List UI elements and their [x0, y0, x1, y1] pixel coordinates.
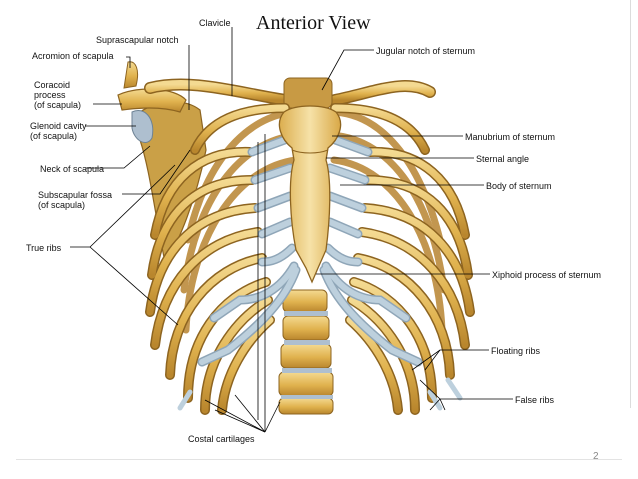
label-glenoid-2: (of scapula) — [30, 131, 78, 141]
vertebral-column — [278, 77, 334, 415]
label-neck-of-scapula: Neck of scapula — [40, 164, 105, 174]
slide-edge — [630, 0, 631, 408]
anterior-ribs-right — [177, 133, 475, 415]
label-manubrium: Manubrium of sternum — [465, 132, 556, 142]
label-glenoid-1: Glenoid cavity — [30, 121, 87, 131]
label-coracoid-2: process — [34, 90, 66, 100]
label-clavicle: Clavicle — [199, 18, 231, 28]
acromion — [123, 61, 139, 89]
slide-title: Anterior View — [256, 12, 371, 34]
label-sternal-angle: Sternal angle — [476, 154, 530, 164]
label-costal-cartilages: Costal cartilages — [188, 434, 255, 444]
label-true-ribs: True ribs — [26, 243, 62, 253]
label-acromion: Acromion of scapula — [32, 51, 114, 61]
label-subscapular-1: Subscapular fossa — [38, 190, 113, 200]
label-floating-ribs: Floating ribs — [491, 346, 541, 356]
label-jugular-notch: Jugular notch of sternum — [376, 46, 476, 56]
label-subscapular-2: (of scapula) — [38, 200, 86, 210]
sternum — [278, 105, 342, 284]
sternal-angle-line — [291, 149, 329, 154]
leader-lines — [70, 27, 513, 433]
label-coracoid-3: (of scapula) — [34, 100, 82, 110]
label-body-of-sternum: Body of sternum — [486, 181, 552, 191]
page-number: 2 — [593, 451, 599, 462]
glenoid-cavity — [131, 110, 154, 143]
label-false-ribs: False ribs — [515, 395, 555, 405]
coracoid-process — [117, 88, 187, 113]
label-xiphoid: Xiphoid process of sternum — [492, 270, 602, 280]
label-coracoid-1: Coracoid — [34, 80, 71, 90]
label-suprascapular-notch: Suprascapular notch — [96, 35, 179, 45]
footer-rule — [16, 459, 622, 460]
anterior-ribs-left — [145, 133, 301, 415]
